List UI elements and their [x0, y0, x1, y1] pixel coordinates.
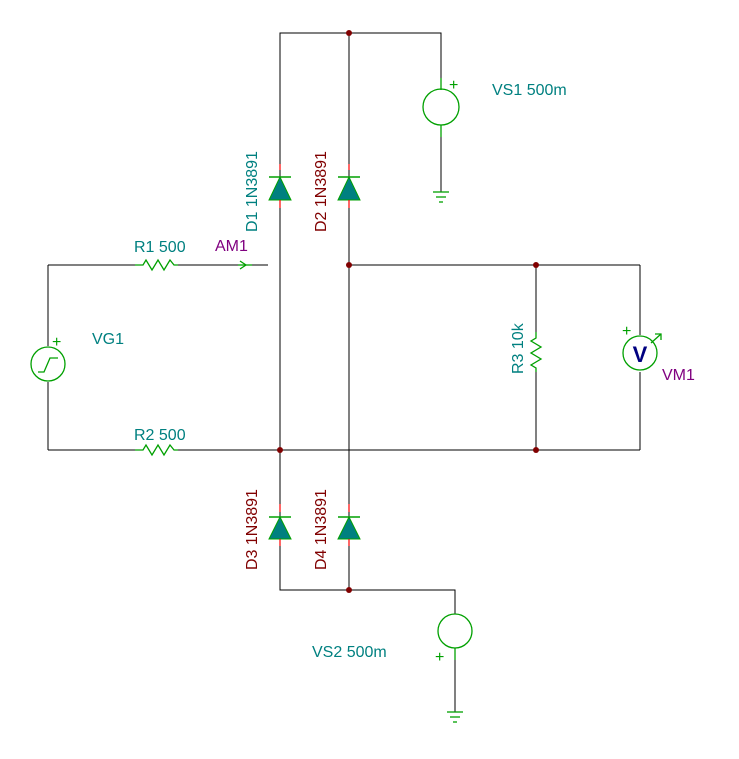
vm1-plus: +: [622, 323, 631, 340]
generator-vg1[interactable]: + VG1: [30, 331, 124, 382]
d2-triangle: [337, 175, 361, 201]
d4-label: D4 1N3891: [313, 489, 330, 570]
vm1-needle-icon: [650, 333, 662, 344]
vm1-label: VM1: [662, 367, 695, 384]
resistor-r3[interactable]: R3 10k: [510, 322, 543, 374]
diode-d1[interactable]: D1 1N3891: [244, 151, 292, 232]
vs1-plus: +: [449, 77, 458, 94]
d1-triangle: [268, 175, 292, 201]
diode-d3[interactable]: D3 1N3891: [244, 489, 292, 570]
am1-arrow-icon: [239, 260, 248, 270]
junction-dot: [533, 447, 539, 453]
junction-dot: [346, 587, 352, 593]
vs1-circle: [422, 88, 460, 126]
vs2-plus: +: [435, 649, 444, 666]
vg1-circle: [30, 346, 66, 382]
junction-dot: [277, 447, 283, 453]
r3-zigzag: [529, 332, 543, 372]
d1-label: D1 1N3891: [244, 151, 261, 232]
d2-label: D2 1N3891: [313, 151, 330, 232]
junction-dot: [533, 262, 539, 268]
d3-triangle: [268, 515, 292, 540]
voltmeter-vm1[interactable]: V + VM1: [622, 323, 695, 384]
resistor-r1[interactable]: R1 500: [134, 239, 186, 272]
vs2-label: VS2 500m: [312, 644, 387, 661]
am1-label: AM1: [215, 238, 248, 255]
wires: [47, 32, 641, 712]
vs1-label: VS1 500m: [492, 82, 567, 99]
ground-icon: [433, 191, 449, 203]
vs2-circle: [437, 613, 473, 649]
vs1-source[interactable]: + VS1 500m: [422, 77, 567, 137]
d4-triangle: [337, 515, 361, 540]
ammeter-am1[interactable]: AM1: [215, 238, 252, 270]
vs2-source[interactable]: + VS2 500m: [312, 613, 473, 666]
wire-bottom: [279, 536, 456, 614]
resistor-r2[interactable]: R2 500: [134, 427, 186, 457]
vm1-circle: [622, 335, 658, 371]
diode-d4[interactable]: D4 1N3891: [313, 489, 361, 570]
vg1-step-icon: [38, 357, 58, 373]
r1-zigzag: [135, 258, 178, 272]
r3-label: R3 10k: [510, 322, 527, 374]
ground-icon: [447, 711, 463, 723]
r1-label: R1 500: [134, 239, 186, 256]
junction-dot: [346, 262, 352, 268]
vg1-plus: +: [52, 334, 61, 351]
d3-label: D3 1N3891: [244, 489, 261, 570]
junctions: [277, 30, 539, 593]
diode-d2[interactable]: D2 1N3891: [313, 151, 361, 232]
r2-zigzag: [135, 443, 178, 457]
vm1-symbol: V: [633, 342, 648, 367]
vg1-label: VG1: [92, 331, 124, 348]
junction-dot: [346, 30, 352, 36]
r2-label: R2 500: [134, 427, 186, 444]
vm1-needle-tip: [655, 333, 662, 340]
wire-top: [279, 32, 442, 182]
